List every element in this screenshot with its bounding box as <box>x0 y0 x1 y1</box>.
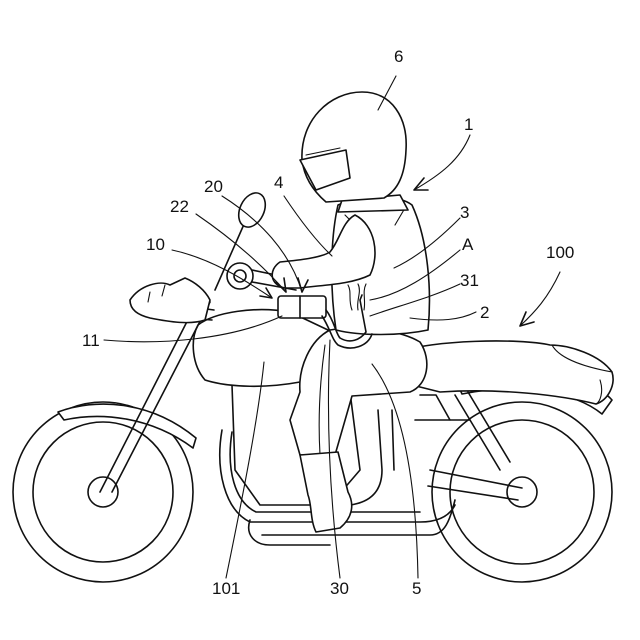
label-101: 101 <box>212 579 240 598</box>
headlight-fairing <box>130 278 210 323</box>
label-31: 31 <box>460 271 479 290</box>
label-3: 3 <box>460 203 469 222</box>
label-2: 2 <box>480 303 489 322</box>
label-100: 100 <box>546 243 574 262</box>
rider-arm <box>272 215 375 288</box>
label-20: 20 <box>204 177 223 196</box>
label-11: 11 <box>82 331 100 350</box>
label-10: 10 <box>146 235 165 254</box>
label-6: 6 <box>394 47 403 66</box>
label-1: 1 <box>464 115 473 134</box>
label-A: A <box>462 235 474 254</box>
mirror-glass <box>234 189 271 232</box>
label-22: 22 <box>170 197 189 216</box>
rear-wheel <box>432 402 612 582</box>
airbag-device <box>278 296 326 318</box>
handlebar-clamp <box>227 263 253 289</box>
label-4: 4 <box>274 173 283 192</box>
label-5: 5 <box>412 579 421 598</box>
helmet <box>300 92 406 202</box>
label-30: 30 <box>330 579 349 598</box>
front-fork <box>100 300 214 492</box>
